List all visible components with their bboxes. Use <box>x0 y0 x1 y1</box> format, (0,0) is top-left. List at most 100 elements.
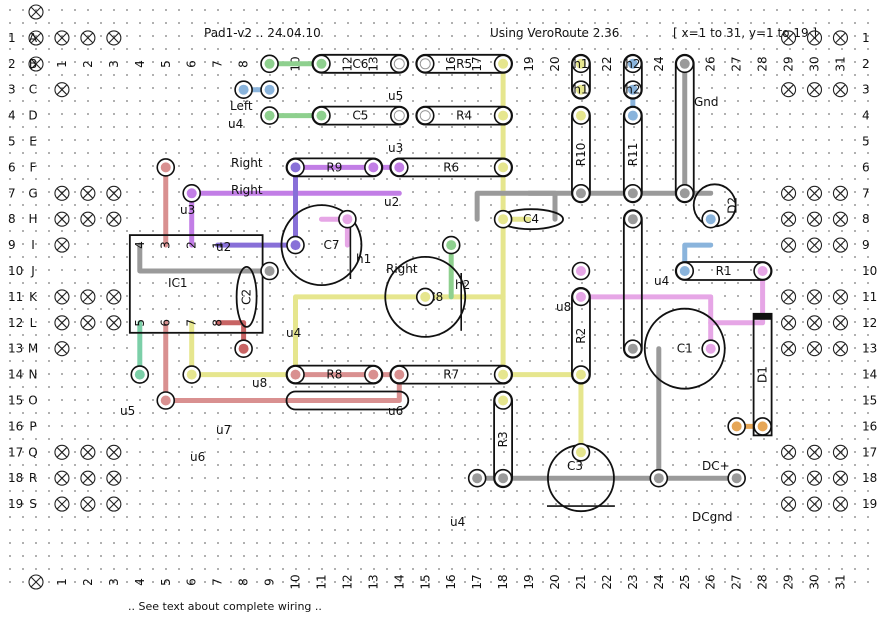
grid-dot <box>35 321 37 323</box>
grid-dot <box>386 425 388 427</box>
grid-dot <box>412 451 414 453</box>
grid-dot <box>256 217 258 219</box>
grid-dot <box>35 256 37 258</box>
grid-dot <box>711 360 713 362</box>
grid-dot <box>35 61 37 63</box>
grid-dot <box>594 347 596 349</box>
grid-dot <box>516 568 518 570</box>
grid-dot <box>633 516 635 518</box>
grid-dot <box>438 87 440 89</box>
grid-dot <box>126 308 128 310</box>
cross-marker-line <box>56 498 68 510</box>
grid-dot <box>464 386 466 388</box>
grid-dot <box>477 139 479 141</box>
grid-dot <box>321 35 323 37</box>
grid-dot <box>789 100 791 102</box>
grid-dot <box>607 139 609 141</box>
grid-dot <box>438 61 440 63</box>
grid-dot <box>685 451 687 453</box>
grid-dot <box>217 217 219 219</box>
grid-dot <box>321 360 323 362</box>
grid-dot <box>48 321 50 323</box>
grid-dot <box>724 516 726 518</box>
grid-dot <box>425 100 427 102</box>
cross-marker-line <box>809 317 820 329</box>
grid-dot <box>373 542 375 544</box>
row-number-left: 17 <box>8 445 23 459</box>
grid-dot <box>503 555 505 557</box>
grid-dot <box>815 139 817 141</box>
grid-dot <box>35 87 37 89</box>
grid-dot <box>633 360 635 362</box>
grid-dot <box>841 360 843 362</box>
grid-dot <box>594 256 596 258</box>
grid-dot <box>373 100 375 102</box>
grid-dot <box>295 477 297 479</box>
pad-core <box>264 266 275 276</box>
grid-dot <box>542 139 544 141</box>
grid-dot <box>425 204 427 206</box>
grid-dot <box>724 48 726 50</box>
grid-dot <box>204 256 206 258</box>
grid-dot <box>269 139 271 141</box>
grid-dot <box>412 74 414 76</box>
grid-dot <box>620 230 622 232</box>
grid-dot <box>373 243 375 245</box>
grid-dot <box>763 61 765 63</box>
grid-dot <box>282 451 284 453</box>
grid-dot <box>737 61 739 63</box>
cross-marker-line <box>783 32 794 44</box>
grid-dot <box>581 100 583 102</box>
grid-dot <box>269 360 271 362</box>
grid-dot <box>555 503 557 505</box>
grid-dot <box>763 113 765 115</box>
grid-dot <box>724 373 726 375</box>
grid-dot <box>74 48 76 50</box>
grid-dot <box>737 503 739 505</box>
grid-dot <box>347 503 349 505</box>
grid-dot <box>347 113 349 115</box>
ic1-pin-4: 4 <box>133 241 147 249</box>
grid-dot <box>61 555 63 557</box>
grid-dot <box>22 503 24 505</box>
grid-dot <box>9 35 11 37</box>
grid-dot <box>295 516 297 518</box>
grid-dot <box>321 9 323 11</box>
grid-dot <box>802 48 804 50</box>
cross-marker <box>806 82 823 98</box>
grid-dot <box>867 35 869 37</box>
grid-dot <box>308 139 310 141</box>
grid-dot <box>620 204 622 206</box>
grid-dot <box>867 22 869 24</box>
grid-dot <box>204 412 206 414</box>
grid-dot <box>698 581 700 583</box>
grid-dot <box>503 22 505 24</box>
grid-dot <box>633 165 635 167</box>
grid-dot <box>22 438 24 440</box>
grid-dot <box>672 399 674 401</box>
grid-dot <box>659 113 661 115</box>
grid-dot <box>425 74 427 76</box>
grid-dot <box>204 308 206 310</box>
col-label-top: 8 <box>237 60 251 68</box>
grid-dot <box>399 360 401 362</box>
grid-dot <box>568 412 570 414</box>
grid-dot <box>607 334 609 336</box>
grid-dot <box>178 438 180 440</box>
grid-dot <box>35 295 37 297</box>
grid-dot <box>555 152 557 154</box>
cross-marker <box>806 341 823 357</box>
grid-dot <box>464 48 466 50</box>
grid-dot <box>425 542 427 544</box>
grid-dot <box>113 399 115 401</box>
grid-dot <box>737 113 739 115</box>
grid-dot <box>74 139 76 141</box>
cross-marker <box>54 211 70 227</box>
grid-dot <box>373 490 375 492</box>
grid-dot <box>282 386 284 388</box>
grid-dot <box>178 386 180 388</box>
grid-dot <box>672 165 674 167</box>
grid-dot <box>74 568 76 570</box>
grid-dot <box>698 425 700 427</box>
